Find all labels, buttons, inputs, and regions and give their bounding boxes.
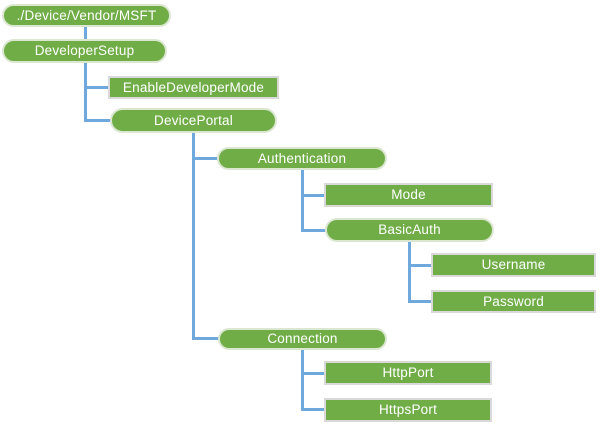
connector-to-httpsport bbox=[301, 408, 325, 411]
connector-authentication-trunk bbox=[301, 170, 304, 231]
connector-to-username bbox=[408, 264, 432, 267]
connector-to-password bbox=[408, 300, 432, 303]
connector-developersetup-trunk bbox=[84, 63, 87, 122]
node-enabledevelopermode: EnableDeveloperMode bbox=[108, 76, 279, 99]
node-basicauth: BasicAuth bbox=[325, 218, 494, 242]
connector-to-httpport bbox=[301, 372, 325, 375]
connector-deviceportal-trunk bbox=[192, 133, 195, 339]
connector-to-connection bbox=[192, 337, 219, 340]
connector-to-enabledevelopermode bbox=[84, 86, 109, 89]
node-username: Username bbox=[431, 253, 596, 277]
node-password: Password bbox=[431, 290, 596, 313]
node-mode: Mode bbox=[324, 183, 493, 207]
connector-to-authentication bbox=[192, 157, 218, 160]
connector-to-mode bbox=[301, 194, 325, 197]
node-httpport: HttpPort bbox=[324, 361, 492, 385]
node-httpsport: HttpsPort bbox=[324, 398, 492, 422]
connector-to-deviceportal bbox=[84, 119, 111, 122]
connector-root-to-developersetup bbox=[84, 27, 87, 40]
connector-to-basicauth bbox=[301, 229, 326, 232]
node-developersetup: DeveloperSetup bbox=[2, 39, 167, 63]
node-deviceportal: DevicePortal bbox=[110, 108, 277, 133]
node-connection: Connection bbox=[218, 328, 387, 350]
node-root-path: ./Device/Vendor/MSFT bbox=[2, 4, 171, 27]
node-authentication: Authentication bbox=[217, 147, 387, 170]
connector-basicauth-trunk bbox=[408, 242, 411, 302]
connector-connection-trunk bbox=[301, 350, 304, 410]
